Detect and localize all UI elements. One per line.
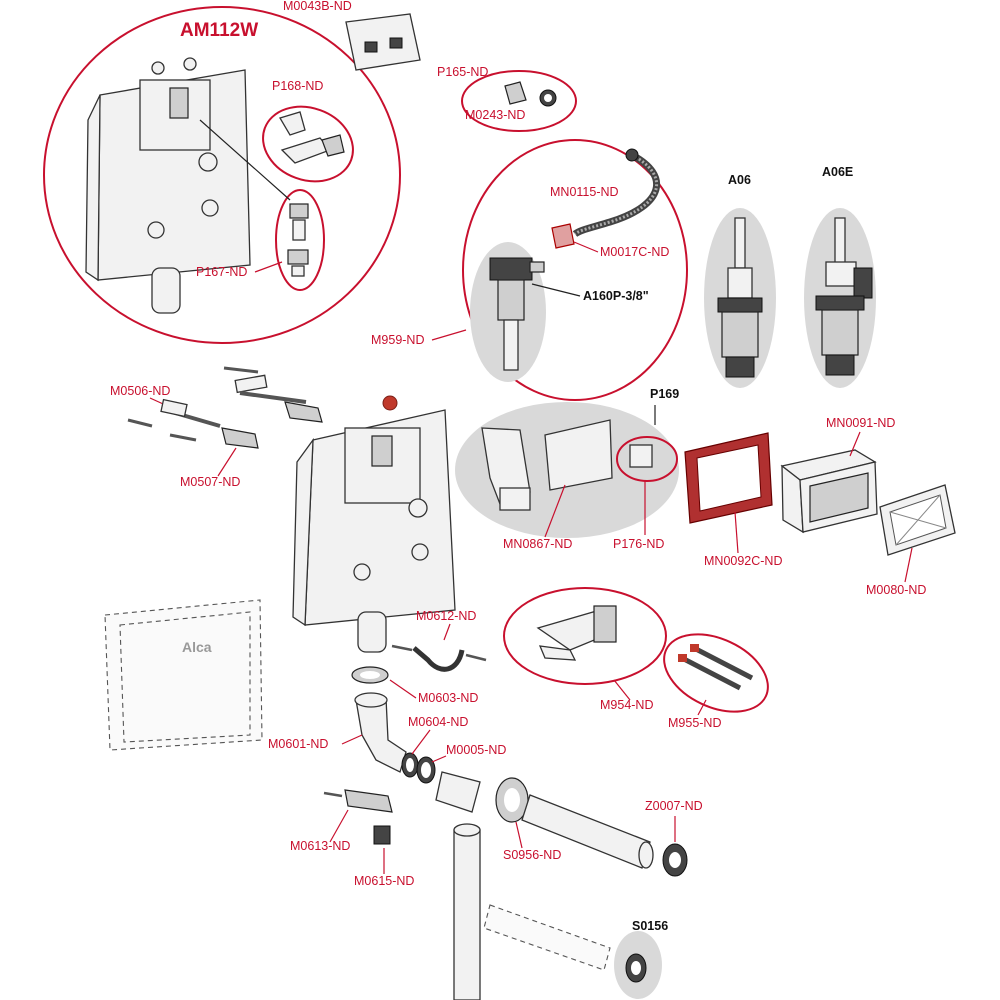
label-mn0091: MN0091-ND	[826, 416, 895, 430]
label-m0615: M0615-ND	[354, 874, 414, 888]
label-m959: M959-ND	[371, 333, 425, 347]
mn0092c-frame: MN0092C-ND	[684, 432, 783, 568]
p165-group: P165-ND M0243-ND	[437, 65, 577, 132]
p169-group: P169 MN0867-ND P176-ND	[455, 387, 679, 551]
label-p169: P169	[650, 387, 679, 401]
m0612-bracket: M0612-ND	[391, 609, 487, 672]
m0017c-clip	[551, 223, 575, 249]
p168-part	[279, 111, 345, 164]
label-m0043b: M0043B-ND	[283, 0, 352, 13]
cistern-detail	[85, 57, 251, 314]
label-p168: P168-ND	[272, 79, 323, 93]
am112w-detail-group: AM112W P168-ND P16	[43, 6, 401, 344]
label-s0956: S0956-ND	[503, 848, 561, 862]
alca-shield: Alca	[104, 599, 263, 751]
label-m0507: M0507-ND	[180, 475, 240, 489]
label-m0604: M0604-ND	[408, 715, 468, 729]
mn0115-hose	[572, 151, 661, 237]
label-m0603: M0603-ND	[418, 691, 478, 705]
label-m0612: M0612-ND	[416, 609, 476, 623]
label-s0156: S0156	[632, 919, 668, 933]
mn0091-box: MN0091-ND	[780, 416, 895, 534]
m959-group: MN0115-ND M0017C-ND A160P-3/8" M959-ND	[371, 139, 688, 401]
label-a06e: A06E	[822, 165, 853, 179]
m954-group: M954-ND	[503, 587, 667, 712]
a06-group: A06	[704, 173, 776, 388]
m0043b-plate: M0043B-ND	[283, 0, 421, 71]
am112w-detail-outline	[43, 6, 401, 344]
label-p176: P176-ND	[613, 537, 664, 551]
label-m0243: M0243-ND	[465, 108, 525, 122]
label-mn0092c: MN0092C-ND	[704, 554, 783, 568]
label-mn0867: MN0867-ND	[503, 537, 572, 551]
main-cistern	[292, 395, 456, 653]
a06e-group: A06E	[804, 165, 876, 388]
a160p-valve	[489, 257, 545, 371]
p167-outline	[275, 189, 325, 291]
label-m954: M954-ND	[600, 698, 654, 712]
label-p165: P165-ND	[437, 65, 488, 79]
m0506-fixings: M0506-ND M0507-ND	[110, 366, 323, 489]
m0613-m0615: M0613-ND M0615-ND	[290, 789, 414, 888]
label-a06: A06	[728, 173, 751, 187]
outlet-pipework: M0603-ND M0601-ND M0604-ND M0005-ND S095…	[268, 666, 703, 1000]
label-m0601: M0601-ND	[268, 737, 328, 751]
m955-group: M955-ND	[663, 633, 769, 730]
label-m955: M955-ND	[668, 716, 722, 730]
label-mn0115: MN0115-ND	[550, 185, 619, 199]
m0080-frame: M0080-ND	[866, 484, 956, 597]
brand-logo: Alca	[182, 639, 212, 655]
label-m0506: M0506-ND	[110, 384, 170, 398]
p176-outline	[616, 436, 678, 482]
p165-outline	[461, 70, 577, 132]
p167-part	[287, 203, 309, 277]
p168-outline	[262, 105, 354, 183]
label-z0007: Z0007-ND	[645, 799, 703, 813]
m954-outline	[503, 587, 667, 685]
label-m0080: M0080-ND	[866, 583, 926, 597]
model-title: AM112W	[180, 20, 258, 41]
m959-outline	[462, 139, 688, 401]
label-m0005: M0005-ND	[446, 743, 506, 757]
m955-outline	[663, 633, 769, 713]
label-m0017c: M0017C-ND	[600, 245, 669, 259]
label-m0613: M0613-ND	[290, 839, 350, 853]
label-a160p: A160P-3/8"	[583, 289, 649, 303]
label-p167: P167-ND	[196, 265, 247, 279]
